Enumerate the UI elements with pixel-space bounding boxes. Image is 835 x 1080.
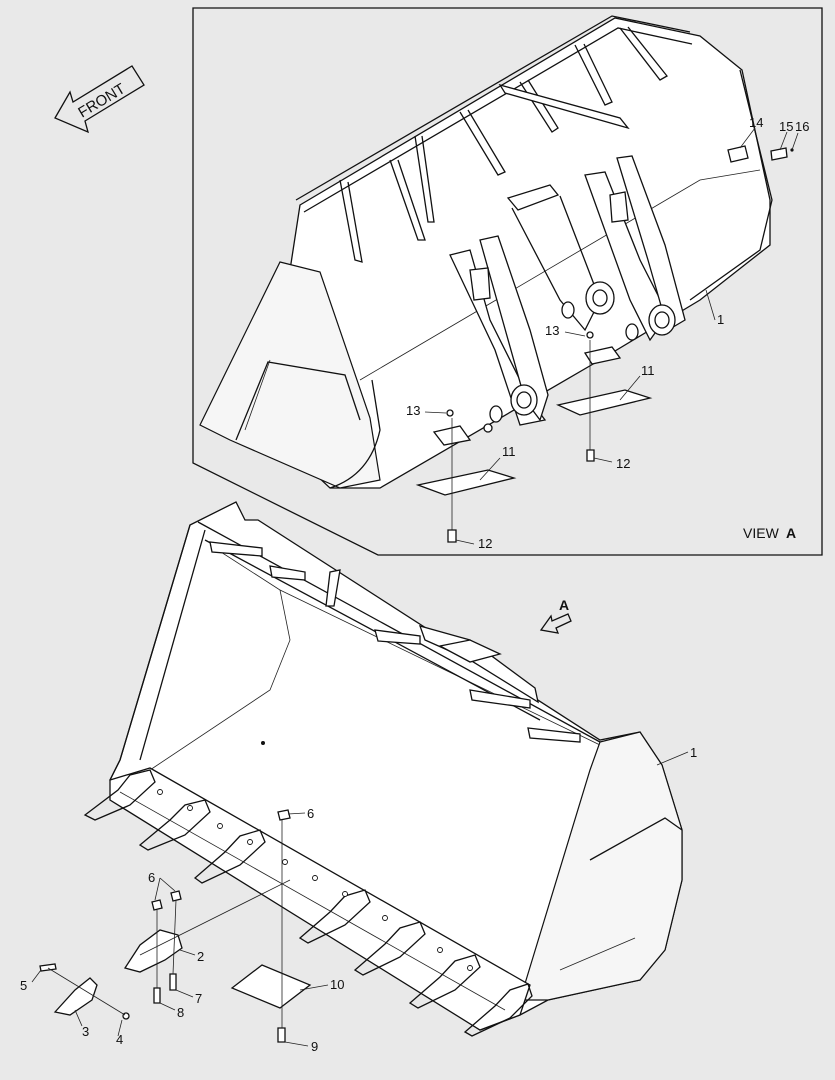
- callout-8: 8: [177, 1005, 184, 1020]
- callout-12-b: 12: [478, 536, 492, 551]
- callout-12-a: 12: [616, 456, 630, 471]
- view-a-frame: [192, 7, 823, 556]
- view-direction-arrow-icon: A: [539, 597, 572, 634]
- view-title-letter: A: [786, 525, 796, 541]
- tooth-adapter-2: [123, 929, 183, 973]
- callout-1-bottom: 1: [690, 745, 697, 760]
- view-title: VIEW: [743, 525, 780, 541]
- callout-2: 2: [197, 949, 204, 964]
- callout-1-top: 1: [717, 312, 724, 327]
- bucket-teeth: [83, 769, 533, 1037]
- front-label: FRONT: [75, 80, 128, 121]
- callout-6-b: 6: [148, 870, 155, 885]
- front-arrow-icon: FRONT: [54, 65, 145, 134]
- wear-plate-10: [230, 964, 312, 1009]
- callout-16: 16: [795, 119, 809, 134]
- view-a-detail: FRONT: [54, 7, 823, 556]
- callout-15: 15: [779, 119, 793, 134]
- callout-3: 3: [82, 1024, 89, 1039]
- pin-5: [39, 963, 57, 972]
- view-a-bucket: [199, 15, 799, 545]
- callout-13-b: 13: [406, 403, 420, 418]
- callout-14: 14: [749, 115, 763, 130]
- wear-plate-11b: [555, 389, 653, 416]
- callout-13-a: 13: [545, 323, 559, 338]
- callout-11-b: 11: [502, 444, 516, 459]
- callout-11-a: 11: [641, 363, 655, 378]
- callout-10: 10: [330, 977, 344, 992]
- callout-9: 9: [311, 1039, 318, 1054]
- view-arrow-label: A: [559, 597, 569, 613]
- callout-5: 5: [20, 978, 27, 993]
- callout-4: 4: [116, 1032, 123, 1047]
- callout-7: 7: [195, 991, 202, 1006]
- callout-6-a: 6: [307, 806, 314, 821]
- main-bucket: A: [20, 501, 697, 1054]
- wear-plate-11a: [415, 469, 517, 496]
- edge-bolts: [157, 789, 473, 971]
- tooth-3: [53, 977, 98, 1016]
